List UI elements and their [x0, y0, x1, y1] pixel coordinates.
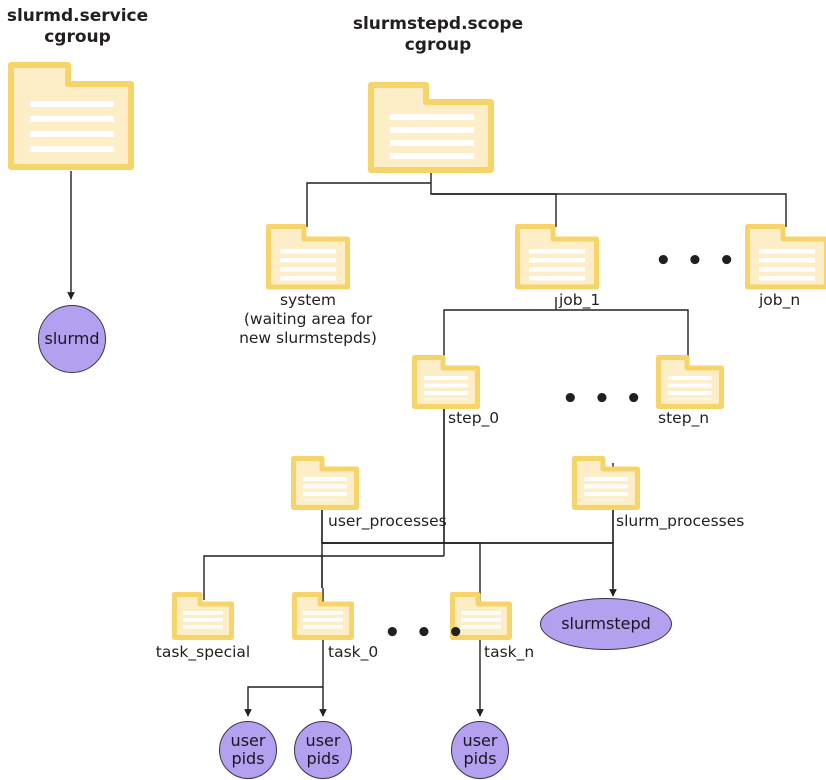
label-task-special: task_special: [155, 643, 251, 661]
folder-slurmstepd-scope-cgroup[interactable]: [368, 82, 494, 174]
folder-user-processes[interactable]: [291, 456, 359, 510]
label-task-n: task_n: [484, 643, 535, 661]
folder-task-0[interactable]: [292, 592, 354, 640]
folder-step-0[interactable]: [412, 355, 480, 409]
folder-slurm-processes[interactable]: [572, 456, 640, 510]
folder-step-n[interactable]: [656, 355, 724, 409]
folder-job-1[interactable]: [515, 224, 599, 290]
label-step-n: step_n: [658, 409, 710, 427]
ellipsis-steps: • • •: [562, 384, 645, 414]
label-slurm-processes: slurm_processes: [616, 512, 745, 530]
title-slurmd-service-cgroup: slurmd.service cgroup: [6, 6, 149, 48]
folder-job-n[interactable]: [745, 224, 826, 290]
folder-task-n[interactable]: [450, 592, 512, 640]
folder-task-special[interactable]: [172, 592, 234, 640]
label-task-0: task_0: [328, 643, 379, 661]
process-user-pids-b[interactable]: user pids: [294, 721, 352, 779]
label-system: system (waiting area for new slurmstepds…: [239, 291, 377, 347]
folder-system[interactable]: [266, 224, 350, 290]
label-user-processes: user_processes: [328, 512, 447, 530]
process-slurmd[interactable]: slurmd: [38, 305, 106, 373]
title-slurmstepd-scope-cgroup: slurmstepd.scope cgroup: [352, 14, 524, 56]
process-user-pids-c[interactable]: user pids: [451, 721, 509, 779]
ellipsis-tasks: • • •: [384, 618, 467, 648]
label-job-n: job_n: [759, 291, 801, 309]
process-slurmstepd[interactable]: slurmstepd: [540, 598, 672, 650]
process-user-pids-a[interactable]: user pids: [219, 721, 277, 779]
label-job-1: job_1: [559, 291, 601, 309]
folder-slurmd-service-cgroup[interactable]: [8, 62, 134, 172]
ellipsis-jobs: • • •: [655, 246, 738, 276]
label-step-0: step_0: [448, 409, 500, 427]
